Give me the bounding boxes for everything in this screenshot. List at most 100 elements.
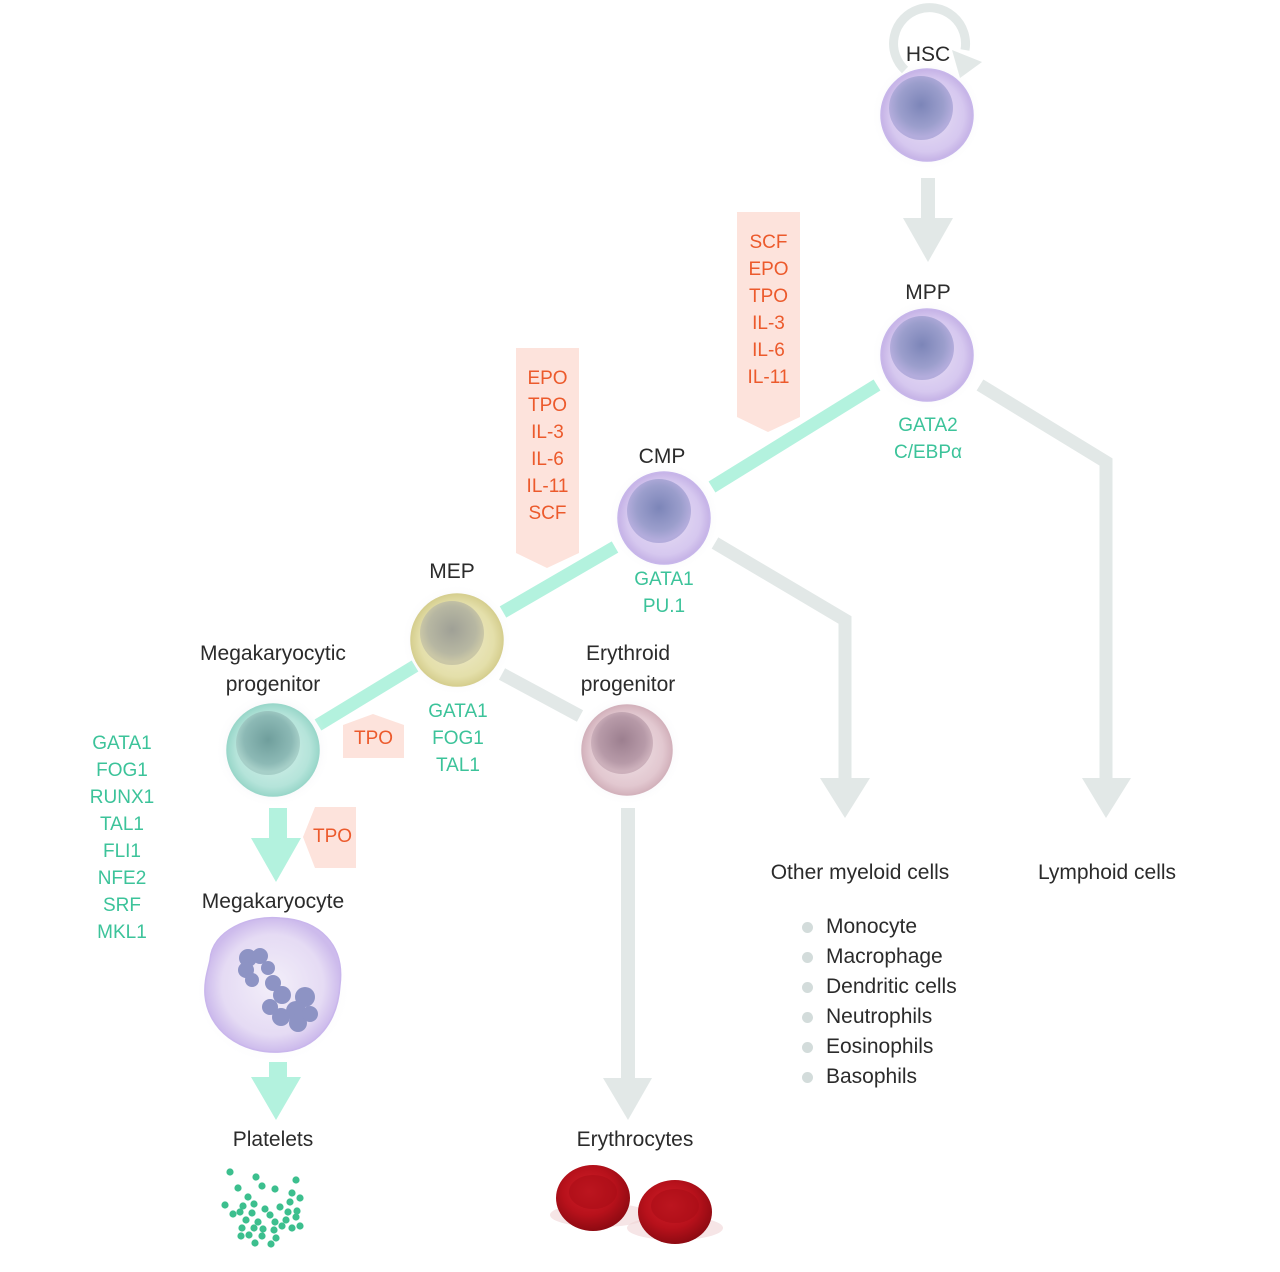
platelet-dot — [258, 1232, 266, 1240]
transcription-factor: GATA1 — [634, 569, 694, 590]
growth-factor: TPO — [312, 826, 353, 847]
platelet-dot — [237, 1232, 245, 1240]
hsc-cell-icon — [871, 59, 983, 171]
mpp-cell-icon — [871, 299, 983, 411]
platelet-dot — [286, 1198, 294, 1206]
growth-factor-banner-mkp-mk — [303, 807, 356, 868]
transcription-factor: GATA2 — [898, 415, 958, 436]
platelet-dot — [258, 1182, 266, 1190]
growth-factor: EPO — [527, 368, 568, 389]
bullet-icon — [802, 1042, 813, 1053]
mpp-label: MPP — [905, 281, 951, 304]
growth-factor: IL-11 — [747, 367, 790, 388]
cmp-transcription-factors: GATA1 PU.1 — [604, 566, 724, 620]
platelet-dot — [245, 1231, 253, 1239]
mep-cell-icon — [401, 584, 513, 696]
erythroid-to-erythrocyte-arrow — [603, 808, 652, 1120]
erythroid-progenitor-label: Erythroid progenitor — [540, 638, 716, 700]
megakaryocyte-to-platelets-arrow — [251, 1062, 301, 1120]
cmp-to-mep-path — [499, 541, 619, 618]
mkp-to-megakaryocyte-arrow — [251, 808, 301, 882]
platelet-dot — [267, 1240, 275, 1248]
lymphoid-label: Lymphoid cells — [1037, 861, 1177, 884]
growth-factor: SCF — [749, 232, 788, 253]
platelet-dot — [221, 1201, 229, 1209]
erythroid-progenitor-cell-icon — [571, 694, 683, 806]
transcription-factor: FLI1 — [102, 841, 142, 862]
hsc-label: HSC — [905, 43, 951, 66]
platelet-dot — [236, 1208, 244, 1216]
platelet-dot — [261, 1205, 269, 1213]
growth-factor-banner-cmp-mep — [516, 348, 579, 568]
growth-factor: SCF — [528, 503, 567, 524]
transcription-factor: FOG1 — [96, 760, 148, 781]
mpp-to-lymphoid-path — [976, 379, 1131, 818]
platelet-dot — [288, 1189, 296, 1197]
growth-factors-mep-mkp: TPO — [343, 725, 404, 752]
transcription-factor: FOG1 — [432, 728, 484, 749]
platelet-dot — [250, 1200, 258, 1208]
mep-to-erythroid-path — [498, 668, 584, 722]
platelet-dot — [282, 1216, 290, 1224]
other-myeloid-label: Other myeloid cells — [770, 861, 950, 884]
platelet-dot — [239, 1202, 247, 1210]
list-item: Macrophage — [800, 942, 957, 972]
platelet-dot — [234, 1184, 242, 1192]
platelet-dot — [270, 1226, 278, 1234]
transcription-factor: GATA1 — [92, 733, 152, 754]
platelet-dot — [296, 1194, 304, 1202]
platelet-dot — [229, 1210, 237, 1218]
megakaryocytic-progenitor-label: Megakaryocytic progenitor — [160, 638, 386, 700]
platelets-label: Platelets — [232, 1128, 314, 1151]
platelet-dot — [293, 1207, 301, 1215]
platelet-dot — [271, 1218, 279, 1226]
platelet-dot — [250, 1224, 258, 1232]
growth-factor: IL-6 — [752, 340, 785, 361]
growth-factor: IL-3 — [531, 422, 564, 443]
bullet-icon — [802, 952, 813, 963]
transcription-factor: C/EBPα — [893, 442, 962, 463]
transcription-factor: SRF — [103, 895, 141, 916]
growth-factors-mpp-cmp: SCF EPO TPO IL-3 IL-6 IL-11 — [737, 229, 800, 391]
growth-factors-cmp-mep: EPO TPO IL-3 IL-6 IL-11 SCF — [516, 365, 579, 527]
cmp-cell-icon — [608, 462, 720, 574]
megakaryocyte-cell-icon — [195, 916, 351, 1064]
growth-factor-banner-mep-mkp — [343, 714, 404, 758]
platelet-dot — [266, 1211, 274, 1219]
list-item: Eosinophils — [800, 1032, 957, 1062]
platelet-dot — [251, 1239, 259, 1247]
list-item: Basophils — [800, 1062, 957, 1092]
platelet-dot — [292, 1213, 300, 1221]
transcription-factor: NFE2 — [97, 868, 147, 889]
platelet-dot — [284, 1208, 292, 1216]
mk-progenitor-transcription-factors: GATA1 FOG1 RUNX1 TAL1 FLI1 NFE2 SRF MKL1 — [62, 730, 182, 946]
bullet-icon — [802, 922, 813, 933]
bullet-icon — [802, 982, 813, 993]
mpp-to-cmp-path — [708, 379, 881, 493]
platelet-dot — [292, 1176, 300, 1184]
platelet-dot — [271, 1185, 279, 1193]
platelets-icon — [221, 1168, 304, 1248]
growth-factor: IL-3 — [752, 313, 785, 334]
platelet-dot — [288, 1224, 296, 1232]
growth-factor: IL-11 — [526, 476, 569, 497]
hsc-to-mpp-arrow — [903, 178, 953, 262]
platelet-dot — [226, 1168, 234, 1176]
megakaryocytic-progenitor-cell-icon — [215, 692, 331, 808]
platelet-dot — [248, 1209, 256, 1217]
mep-to-mkp-path — [314, 660, 419, 731]
erythrocytes-label: Erythrocytes — [576, 1128, 694, 1151]
megakaryocytic-progenitor-label-line1: Megakaryocytic — [200, 642, 346, 665]
transcription-factor: TAL1 — [99, 814, 144, 835]
transcription-factor: RUNX1 — [89, 787, 155, 808]
cmp-to-myeloid-path — [711, 537, 870, 818]
list-item: Dendritic cells — [800, 972, 957, 1002]
megakaryocytic-progenitor-label-line2: progenitor — [225, 673, 321, 696]
platelet-dot — [238, 1224, 246, 1232]
platelet-dot — [254, 1218, 262, 1226]
platelet-dot — [278, 1222, 286, 1230]
list-item: Monocyte — [800, 912, 957, 942]
platelet-dot — [272, 1234, 280, 1242]
mpp-transcription-factors: GATA2 C/EBPα — [868, 412, 988, 466]
